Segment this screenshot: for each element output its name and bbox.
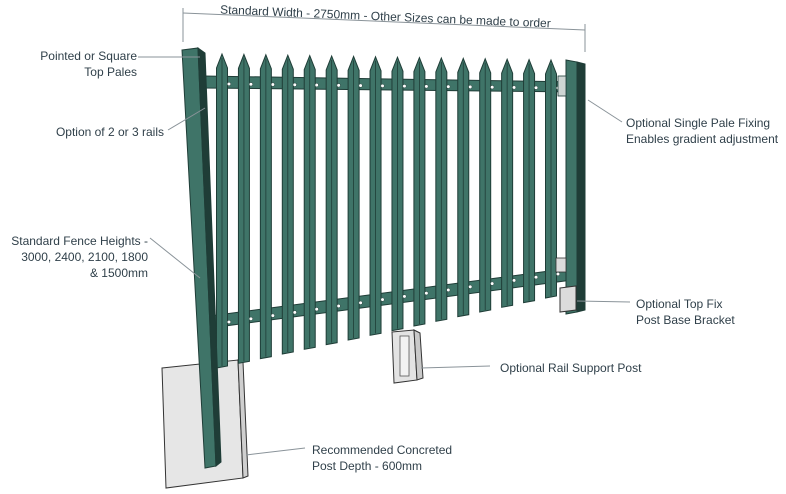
rail-bolt — [534, 275, 539, 280]
rail-bolt — [380, 297, 385, 302]
top-pales-line-1: Pointed or Square — [40, 49, 137, 63]
pale-fixing-bracket — [557, 75, 567, 97]
rail-bolt — [314, 83, 319, 88]
rails-label: Option of 2 or 3 rails — [0, 124, 164, 140]
post-base-bracket — [559, 285, 577, 313]
rail-bolt — [314, 307, 319, 312]
rail-bolt — [248, 316, 253, 321]
rail-bolt — [336, 83, 341, 88]
top-pales-label: Pointed or Square Top Pales — [0, 48, 137, 80]
rail-bolt — [380, 83, 385, 88]
rail-bolt — [248, 82, 253, 87]
rail-bolt — [534, 85, 539, 90]
single-pale-label: Optional Single Pale Fixing Enables grad… — [626, 115, 778, 147]
concrete-line-1: Recommended Concreted — [312, 443, 453, 457]
rail-bolt — [555, 271, 561, 277]
width-dimension — [182, 8, 586, 52]
rail-bolt — [512, 85, 517, 90]
rail-support-post — [391, 329, 424, 384]
rail-bolt — [402, 294, 407, 299]
concrete-label: Recommended Concreted Post Depth - 600mm — [312, 442, 452, 474]
single-pale-line-2: Enables gradient adjustment — [626, 132, 779, 146]
rail-bolt — [402, 84, 407, 89]
rail-support-line-1: Optional Rail Support Post — [500, 361, 642, 375]
rail-bolt — [226, 319, 232, 325]
right-post — [565, 59, 578, 315]
heights-label: Standard Fence Heights - 3000, 2400, 210… — [0, 233, 148, 281]
rail-bolt — [446, 84, 451, 89]
rail-bolt — [336, 303, 341, 309]
rail-bolt — [358, 83, 363, 88]
rail-bolt — [446, 287, 451, 293]
rail-bolt — [270, 313, 275, 318]
concrete-line-2: Post Depth - 600mm — [312, 459, 423, 473]
rail-support-label: Optional Rail Support Post — [500, 360, 641, 376]
pales-layer — [181, 46, 586, 469]
rails-line-1: Option of 2 or 3 rails — [55, 125, 164, 139]
rail-bolt — [292, 82, 297, 87]
top-pales-line-2: Top Pales — [84, 65, 137, 79]
left-post-side — [197, 46, 222, 468]
top-fix-line-2: Post Base Bracket — [636, 313, 735, 327]
rail-bolt — [468, 84, 473, 89]
heights-line-2: 3000, 2400, 2100, 1800 — [21, 250, 148, 264]
heights-line-1: Standard Fence Heights - — [11, 234, 148, 248]
rail-bolt — [358, 300, 363, 305]
rail-bolt — [468, 284, 473, 289]
rail-bolt — [424, 291, 429, 296]
rail-bolt — [424, 84, 429, 89]
rail-bolt — [490, 85, 495, 90]
rail-bolt — [512, 278, 517, 283]
top-fix-line-1: Optional Top Fix — [636, 297, 723, 311]
rail-bolt — [292, 310, 297, 315]
top-fix-label: Optional Top Fix Post Base Bracket — [636, 296, 735, 328]
rail-end-bracket — [555, 257, 567, 273]
rail-bolt — [270, 82, 275, 87]
rail-bolt — [226, 81, 232, 87]
right-post-side — [576, 61, 586, 313]
single-pale-line-1: Optional Single Pale Fixing — [626, 116, 771, 130]
leader-lines — [138, 56, 631, 456]
rail-bolt — [490, 281, 495, 286]
heights-line-3: & 1500mm — [89, 266, 148, 280]
